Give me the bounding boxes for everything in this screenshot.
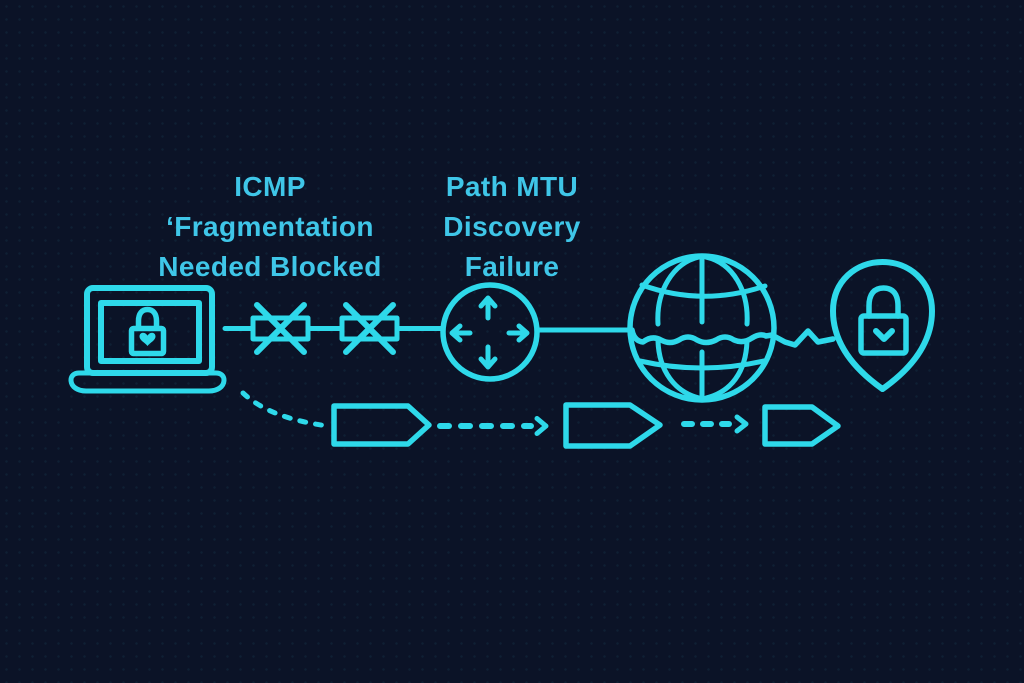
chevron-down-icon [873, 328, 895, 342]
blocked-hop-icon [250, 302, 311, 355]
packet-shape [762, 404, 841, 447]
arrowhead [534, 416, 549, 436]
heart-icon [139, 332, 156, 346]
arrow-down-icon [478, 344, 498, 370]
dashed-arrow-icon [681, 414, 749, 434]
hop-box [339, 315, 400, 342]
x-cross-icon [254, 302, 307, 355]
dashed-curve-path [240, 390, 331, 429]
shield-lock-icon [830, 259, 935, 392]
label-line: ICMP [234, 171, 306, 202]
arrowhead [734, 414, 749, 434]
arrow-up-icon [478, 295, 498, 321]
label-line: Discovery [443, 211, 581, 242]
arrow-right-icon [506, 323, 530, 343]
connection-line [222, 326, 635, 333]
shield-outline [830, 259, 935, 392]
laptop-lock-body [128, 325, 167, 357]
label-line: ‘Fragmentation [166, 211, 374, 242]
laptop-base [68, 370, 227, 394]
laptop-screen-inner [98, 300, 202, 364]
hop-box [250, 315, 311, 342]
laptop-lock-shackle [135, 306, 160, 331]
mtu-discovery-icon [440, 282, 540, 382]
label-line: Path MTU [445, 171, 579, 202]
shield-lock-body [858, 313, 909, 356]
mtu-circle [440, 282, 540, 382]
packet-shape [331, 403, 432, 447]
label-icmp-blocked: ICMP ‘Fragmentation Needed Blocked [120, 167, 420, 287]
label-pmtud-failure: Path MTU Discovery Failure [392, 167, 632, 287]
packet-icon [331, 403, 432, 447]
x-cross-icon [343, 302, 396, 355]
packet-icon [563, 402, 663, 449]
laptop-lock-icon [68, 285, 227, 394]
globe-meridian-left [655, 254, 702, 401]
label-line: Failure [464, 251, 560, 282]
label-line: Needed Blocked [158, 251, 382, 282]
shield-lock-shackle [866, 285, 901, 319]
dashed-arrow-icon [437, 416, 549, 436]
blocked-hop-icon [339, 302, 400, 355]
packet-icon [762, 404, 841, 447]
globe-meridian-right [703, 254, 750, 401]
arrow-left-icon [449, 323, 473, 343]
internet-globe-icon [627, 253, 777, 403]
packet-shape [563, 402, 663, 449]
broken-connection-line [629, 327, 836, 348]
